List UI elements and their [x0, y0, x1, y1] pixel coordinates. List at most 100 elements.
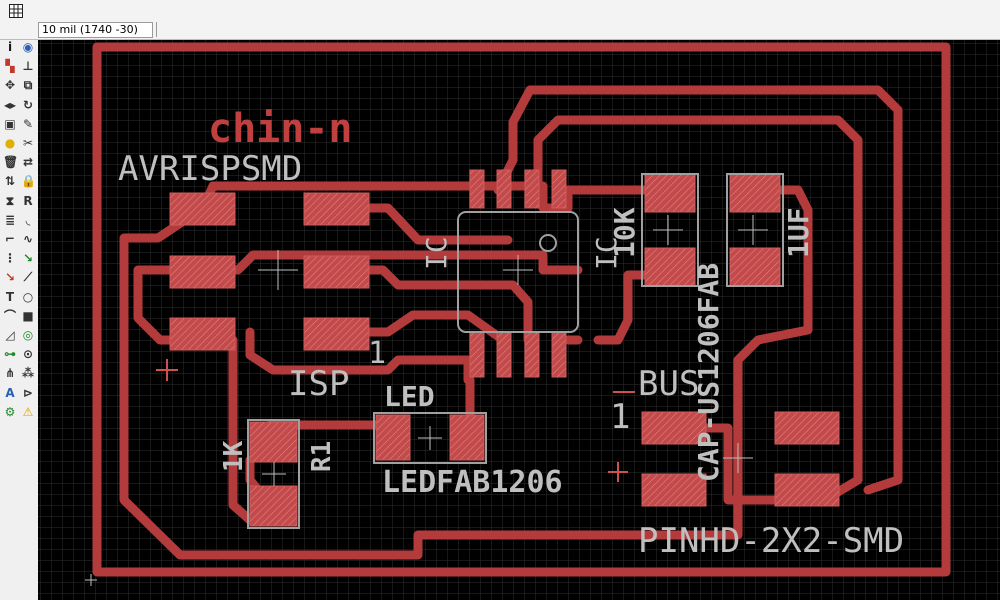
attribute-icon[interactable]: A — [5, 385, 15, 400]
layer-icon[interactable]: ▚ — [5, 59, 15, 74]
circle-icon[interactable]: ○ — [22, 289, 34, 304]
arc-icon[interactable]: ⌒ — [3, 308, 16, 323]
res-10k-label: 10K — [608, 207, 641, 258]
ic-right-label: IC — [590, 236, 623, 270]
toolbar-separator — [156, 22, 157, 37]
pad-avrisp-4 — [303, 255, 370, 289]
lock-icon[interactable]: 🔒 — [21, 174, 36, 189]
pad-avrisp-1 — [169, 192, 236, 226]
name-icon[interactable]: R — [23, 193, 33, 208]
led-outline — [373, 412, 487, 464]
rect-icon[interactable]: ■ — [22, 308, 34, 323]
r1-outline — [247, 419, 300, 529]
via-icon[interactable]: ◎ — [22, 328, 34, 342]
led-package-label: LEDFAB1206 — [382, 465, 563, 500]
miter-icon[interactable]: ⌐ — [4, 232, 16, 246]
ripup-icon[interactable]: ↘ — [4, 270, 16, 285]
auto-icon[interactable]: ⁂ — [21, 366, 35, 381]
group-icon[interactable]: ▣ — [4, 116, 16, 131]
ic-pin1-marker — [539, 234, 557, 252]
pad-avrisp-6 — [303, 317, 370, 351]
plus-markers — [156, 359, 628, 482]
value-icon[interactable]: ≣ — [4, 212, 16, 227]
mark-icon[interactable]: ⊥ — [22, 59, 34, 74]
drc-icon[interactable]: ⊳ — [22, 385, 34, 400]
isp-value-label: ISP — [288, 364, 349, 404]
optimize-icon[interactable]: ⋮ — [4, 251, 16, 266]
isp-pin1-label: 1 — [368, 336, 386, 371]
replace-icon[interactable]: ⇅ — [4, 174, 16, 189]
wire-icon[interactable]: ⟋ — [23, 270, 33, 285]
pads — [169, 169, 840, 527]
grid-icon[interactable] — [9, 3, 23, 18]
bus-name-label: BUS — [638, 364, 699, 404]
ic-left-label: IC — [420, 236, 453, 270]
add-icon[interactable]: ⇄ — [22, 155, 34, 170]
avrisp-name-label: AVRISPSMD — [118, 149, 302, 189]
pad-r10k-bot — [644, 247, 696, 287]
move-icon[interactable]: ✥ — [4, 78, 16, 93]
cap-package-label: CAP-US1206FAB — [692, 263, 725, 482]
silk-labels: chin-n AVRISPSMD ISP 1 IC IC 10K 1UF CAP… — [118, 106, 904, 561]
pad-cap-bot — [729, 247, 781, 287]
pad-r1-top — [249, 421, 298, 463]
text-icon[interactable]: T — [5, 289, 15, 304]
pad-led-right — [449, 414, 485, 461]
route-icon[interactable]: ↘ — [22, 251, 34, 266]
ratsnest-icon[interactable]: ⋔ — [4, 366, 16, 381]
pad-ic-bot-4 — [551, 331, 567, 378]
warning-icon[interactable]: ⚠ — [22, 404, 34, 419]
delete-icon[interactable]: 🗑 — [3, 155, 19, 170]
pad-bus-1 — [641, 411, 707, 445]
pad-avrisp-3 — [169, 255, 236, 289]
polygon-icon[interactable]: ◿ — [5, 328, 15, 342]
coordinate-display: 10 mil (1740 -30) — [38, 22, 153, 38]
ic-body-outline — [457, 211, 579, 333]
pad-ic-top-4 — [551, 169, 567, 209]
top-toolbar — [0, 0, 1000, 21]
cut-icon[interactable]: ✂ — [22, 136, 34, 150]
pad-bus-4 — [774, 473, 840, 507]
pad-r1-bot — [249, 485, 298, 527]
info-icon[interactable]: i — [7, 40, 13, 54]
pad-ic-bot-1 — [469, 331, 485, 378]
r10k-outline — [641, 173, 699, 287]
component-outlines — [247, 173, 784, 529]
bus-pin1-label: 1 — [610, 397, 630, 437]
pad-avrisp-2 — [303, 192, 370, 226]
led-name-label: LED — [384, 380, 435, 413]
pad-bus-3 — [774, 411, 840, 445]
pad-avrisp-5 — [169, 317, 236, 351]
command-toolbar: i ◉ ▚ ⊥ ✥ ⧉ ◂▸ ↻ ▣ ✎ ● ✂🗑⇄ ⇅ 🔒 ⧗ R ≣ ◟ ⌐ ∿ ⋮ ↘ ↘ ⟋ T ○ ⌒ ■ ◿ ◎ ⊶ ⊙ ⋔ ⁂ A ⊳ ⚙… — [0, 40, 39, 600]
smash-icon[interactable]: ⧗ — [5, 193, 15, 208]
pad-ic-bot-3 — [524, 331, 540, 378]
header-package-label: PINHD-2X2-SMD — [638, 521, 904, 561]
r1-value-label: 1K — [219, 440, 249, 472]
cap-outline — [726, 173, 784, 287]
copy-icon[interactable]: ⧉ — [23, 78, 33, 93]
pad-ic-top-3 — [524, 169, 540, 209]
rotate-icon[interactable]: ↻ — [22, 97, 34, 112]
pad-r10k-top — [644, 173, 696, 213]
signal-icon[interactable]: ⊶ — [4, 347, 16, 362]
change-icon[interactable]: ✎ — [22, 116, 34, 131]
r1-name-label: R1 — [307, 441, 337, 472]
pad-ic-top-1 — [469, 169, 485, 209]
hole-icon[interactable]: ⊙ — [22, 347, 34, 362]
pad-ic-top-2 — [496, 169, 512, 209]
coordinate-bar: 10 mil (1740 -30) — [0, 20, 1000, 40]
board-title: chin-n — [208, 106, 353, 152]
pad-led-left — [375, 414, 411, 461]
pad-bus-2 — [641, 473, 707, 507]
pad-cap-top — [729, 173, 781, 213]
paste-icon[interactable]: ● — [4, 136, 16, 150]
pcb-canvas[interactable]: chin-n AVRISPSMD ISP 1 IC IC 10K 1UF CAP… — [38, 40, 1000, 600]
cap-value-label: 1UF — [782, 207, 815, 258]
wave-icon[interactable]: ∿ — [22, 232, 34, 246]
mirror-icon[interactable]: ◂▸ — [3, 97, 17, 112]
errors-icon[interactable]: ⚙ — [4, 404, 16, 419]
board-outline — [92, 42, 951, 577]
eye-icon[interactable]: ◉ — [22, 40, 34, 54]
split-icon[interactable]: ◟ — [25, 212, 31, 227]
origin-crosses — [85, 215, 768, 586]
